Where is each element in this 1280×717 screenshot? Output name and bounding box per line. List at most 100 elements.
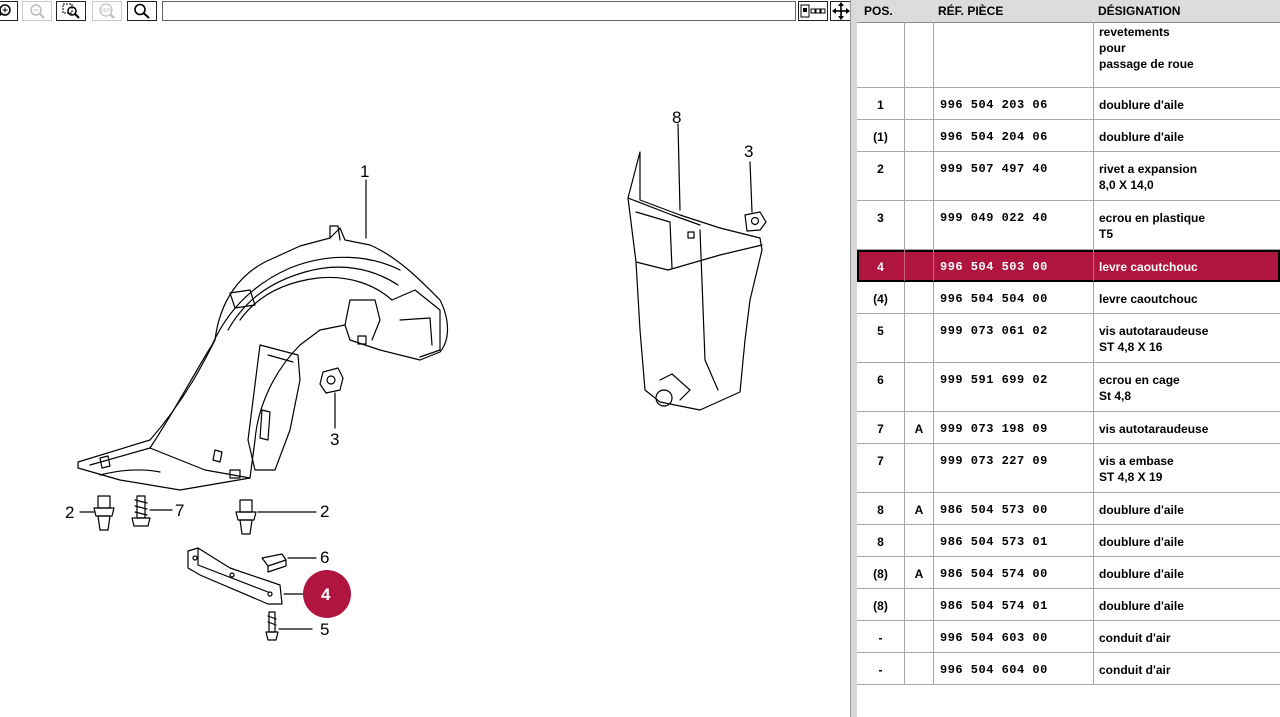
callout-4[interactable]: 4 — [321, 585, 331, 604]
zoom-100-button[interactable]: 100% — [92, 1, 122, 21]
search-button[interactable] — [127, 1, 157, 21]
zoom-100-icon: 100% — [99, 3, 115, 19]
row-ref: 996 504 203 06 — [933, 88, 1093, 119]
row-ref: 999 073 198 09 — [933, 412, 1093, 443]
row-designation: doublure d'aile — [1093, 525, 1280, 556]
view-toggle-icon — [800, 4, 826, 18]
pan-arrows-icon — [832, 2, 850, 20]
wheel-arch-liner-rear — [627, 123, 763, 411]
row-variant — [904, 120, 933, 151]
row-ref: 999 073 227 09 — [933, 444, 1093, 492]
panel-splitter[interactable] — [850, 0, 857, 717]
callout-7[interactable]: 7 — [175, 501, 184, 520]
row-designation: doublure d'aile — [1093, 589, 1280, 620]
row-ref: 999 507 497 40 — [933, 152, 1093, 200]
row-variant — [904, 621, 933, 652]
zoom-out-button[interactable] — [22, 1, 52, 21]
row-variant: A — [904, 557, 933, 588]
zoom-in-button[interactable] — [0, 1, 18, 21]
callout-5[interactable]: 5 — [320, 620, 329, 639]
zoom-window-button[interactable] — [56, 1, 86, 21]
row-variant — [904, 250, 933, 281]
column-header-designation[interactable]: DÉSIGNATION — [1098, 4, 1181, 18]
row-ref: 999 073 061 02 — [933, 314, 1093, 362]
row-pos: 5 — [877, 324, 884, 338]
row-pos: 8 — [877, 503, 884, 517]
row-variant — [904, 201, 933, 249]
exploded-parts-drawing[interactable]: 1 2 2 3 3 4 5 6 7 8 — [0, 24, 850, 717]
row-pos: 7 — [877, 422, 884, 436]
plastic-nut-front — [319, 367, 344, 429]
row-designation: vis autotaraudeuse ST 4,8 X 16 — [1093, 314, 1280, 362]
group-title-row: revetements pour passage de roue — [857, 22, 1280, 88]
address-field[interactable] — [162, 1, 796, 21]
expansion-rivet-right — [235, 499, 317, 535]
callout-2-left[interactable]: 2 — [65, 503, 74, 522]
row-pos: - — [878, 631, 883, 645]
row-pos: (8) — [873, 567, 888, 581]
row-ref: 986 504 574 01 — [933, 589, 1093, 620]
callout-6[interactable]: 6 — [320, 548, 329, 567]
row-ref: 999 591 699 02 — [933, 363, 1093, 411]
column-header-pos[interactable]: POS. — [864, 4, 893, 18]
row-ref: 996 504 503 00 — [933, 250, 1093, 281]
row-variant: A — [904, 412, 933, 443]
plastic-nut-rear — [744, 161, 767, 232]
row-ref: 996 504 204 06 — [933, 120, 1093, 151]
search-icon — [134, 3, 150, 19]
cage-nut — [261, 553, 317, 573]
callout-3-rear[interactable]: 3 — [744, 142, 753, 161]
row-variant — [904, 589, 933, 620]
row-designation: rivet a expansion 8,0 X 14,0 — [1093, 152, 1280, 200]
row-ref: 996 504 504 00 — [933, 282, 1093, 313]
callout-8[interactable]: 8 — [672, 108, 681, 127]
row-variant: A — [904, 493, 933, 524]
row-ref: 986 504 573 01 — [933, 525, 1093, 556]
row-variant — [904, 314, 933, 362]
row-pos: (8) — [873, 599, 888, 613]
row-designation: doublure d'aile — [1093, 493, 1280, 524]
row-pos: (1) — [873, 130, 888, 144]
row-ref: 996 504 604 00 — [933, 653, 1093, 684]
parts-diagram: 1 2 2 3 3 4 5 6 7 8 — [65, 108, 767, 641]
row-pos: 4 — [877, 260, 884, 274]
zoom-out-icon — [30, 4, 45, 19]
rubber-lip — [187, 547, 319, 605]
row-pos: 7 — [877, 454, 884, 468]
parts-table: POS. RÉF. PIÈCE DÉSIGNATION revetements … — [857, 0, 1280, 717]
row-designation: doublure d'aile — [1093, 88, 1280, 119]
table-body: revetements pour passage de roue 1 996 50… — [857, 22, 1280, 685]
callout-3-front[interactable]: 3 — [330, 430, 339, 449]
view-toggle-button[interactable] — [798, 1, 828, 21]
callout-2-right[interactable]: 2 — [320, 502, 329, 521]
callout-4-highlight[interactable] — [303, 570, 351, 618]
callout-1[interactable]: 1 — [360, 162, 369, 181]
row-designation: vis autotaraudeuse — [1093, 412, 1280, 443]
pan-button[interactable] — [830, 1, 852, 21]
row-designation: doublure d'aile — [1093, 120, 1280, 151]
column-header-ref[interactable]: RÉF. PIÈCE — [938, 4, 1004, 18]
table-header: POS. RÉF. PIÈCE DÉSIGNATION — [857, 0, 1280, 23]
row-designation: levre caoutchouc — [1093, 250, 1280, 281]
row-pos: 1 — [877, 98, 884, 112]
wheel-arch-liner-front — [77, 225, 449, 491]
self-tapping-screw-7 — [131, 495, 173, 527]
row-variant — [904, 282, 933, 313]
row-pos: 6 — [877, 373, 884, 387]
